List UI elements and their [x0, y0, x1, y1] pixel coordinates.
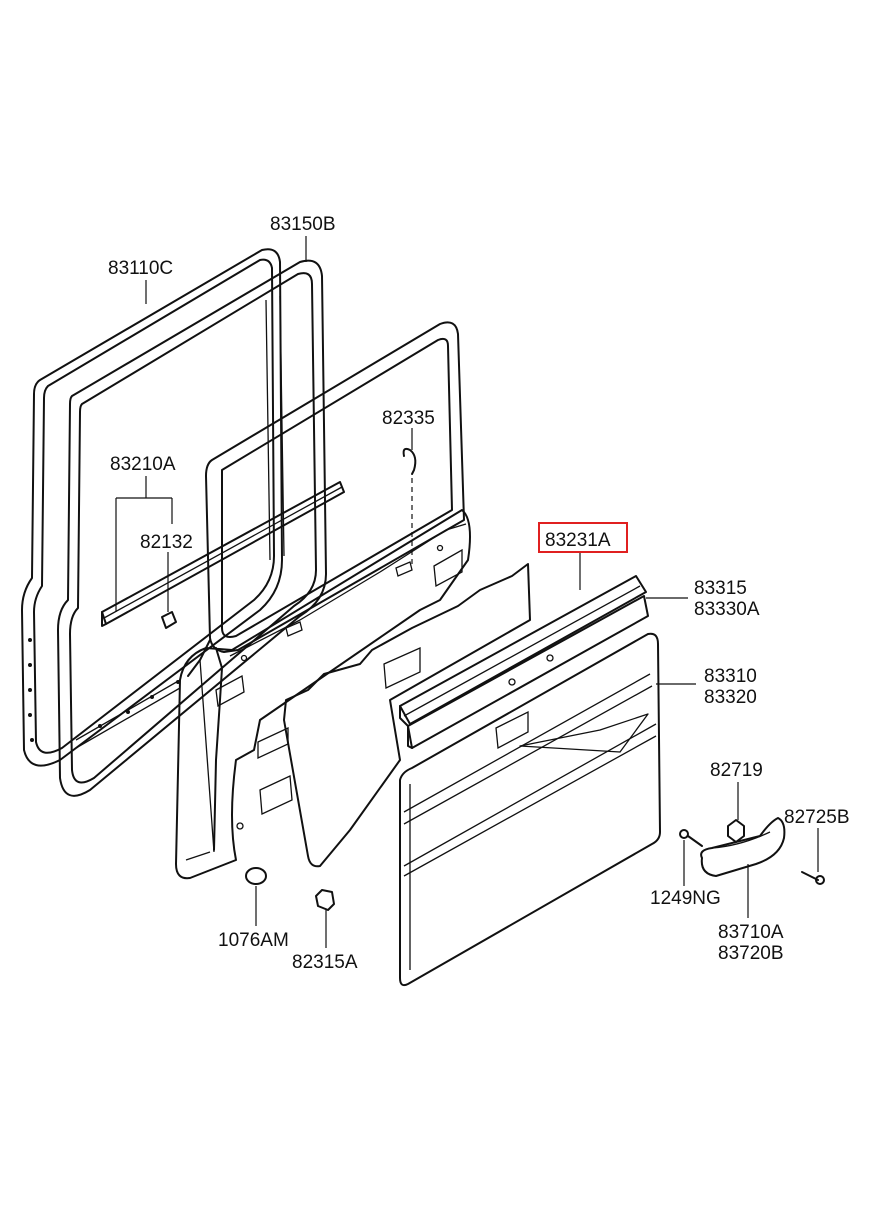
label-83110c: 83110C [108, 258, 173, 279]
screw-82725b[interactable] [801, 871, 825, 885]
clip-82315a[interactable] [315, 889, 335, 911]
label-1076am: 1076AM [218, 930, 289, 951]
clip-82132[interactable] [161, 611, 177, 629]
label-83330a: 83330A [694, 599, 760, 620]
label-83310: 83310 [704, 666, 757, 687]
weatherstrip-83110c[interactable] [21, 248, 283, 767]
nut-82719[interactable] [727, 819, 745, 843]
label-82315a: 82315A [292, 952, 358, 973]
label-82719: 82719 [710, 760, 763, 781]
door-inner-panel[interactable] [175, 321, 471, 880]
label-83710a: 83710A [718, 922, 784, 943]
label-1249ng: 1249NG [650, 888, 721, 909]
label-83150b: 83150B [270, 214, 336, 235]
hook-82335[interactable] [402, 447, 417, 568]
garnish-strip-83315[interactable] [399, 575, 649, 749]
frame-seal-83150b[interactable] [57, 259, 327, 797]
label-82132: 82132 [140, 532, 193, 553]
plug-1076am[interactable] [245, 867, 267, 885]
separator-83231a[interactable] [283, 563, 531, 868]
label-82335: 82335 [382, 408, 435, 429]
highlight-box-83231a [538, 522, 628, 553]
door-trim-panel-83310[interactable] [399, 632, 661, 987]
label-83210a: 83210A [110, 454, 176, 475]
leader-lines [115, 236, 819, 948]
label-83315: 83315 [694, 578, 747, 599]
label-82725b: 82725B [784, 807, 850, 828]
armrest-handle-83710a[interactable] [700, 817, 786, 877]
screw-1249ng[interactable] [679, 829, 703, 847]
label-83720b: 83720B [718, 943, 784, 964]
label-83320: 83320 [704, 687, 757, 708]
label-83231a: 83231A [545, 530, 611, 551]
